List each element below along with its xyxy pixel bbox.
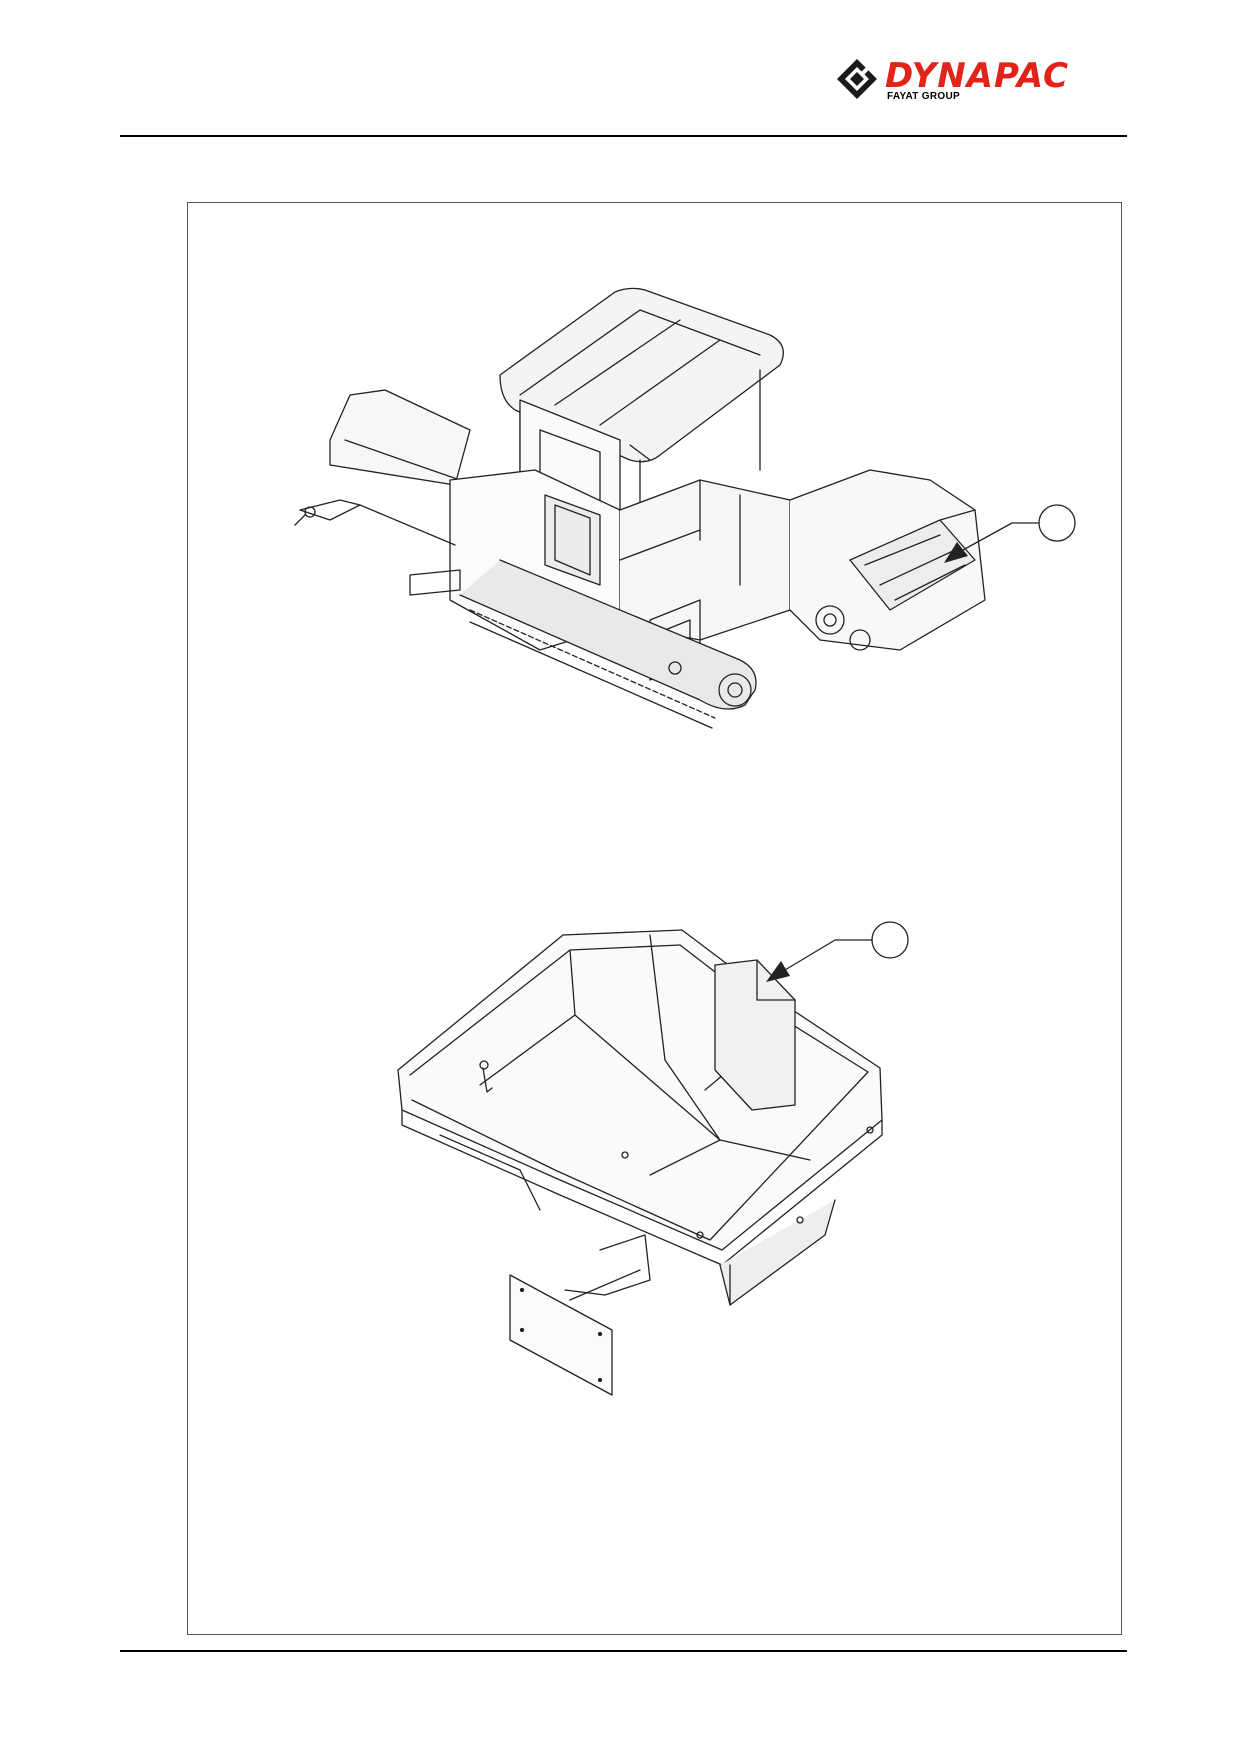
paver-illustration (295, 288, 985, 728)
callout-1-bubble (1039, 505, 1075, 541)
callout-2-leader (785, 940, 872, 970)
callout-2-arrow-icon (766, 961, 790, 982)
callout-1 (944, 505, 1075, 563)
callout-2 (766, 922, 908, 982)
callout-1-leader (963, 523, 1039, 550)
brand-subtitle: FAYAT GROUP (887, 91, 960, 102)
dynapac-diamond-icon (837, 59, 877, 99)
hopper-tow-plate (510, 1275, 612, 1395)
drawing-frame (187, 202, 1122, 1635)
callout-1-arrow-icon (944, 542, 968, 563)
hopper-illustration (398, 930, 882, 1395)
footer-rule (120, 1650, 1127, 1652)
callout-2-bubble (872, 922, 908, 958)
dynapac-logo: DYNAPAC FAYAT GROUP (835, 55, 1135, 105)
header-rule (120, 135, 1127, 137)
brand-name: DYNAPAC (885, 56, 1069, 96)
